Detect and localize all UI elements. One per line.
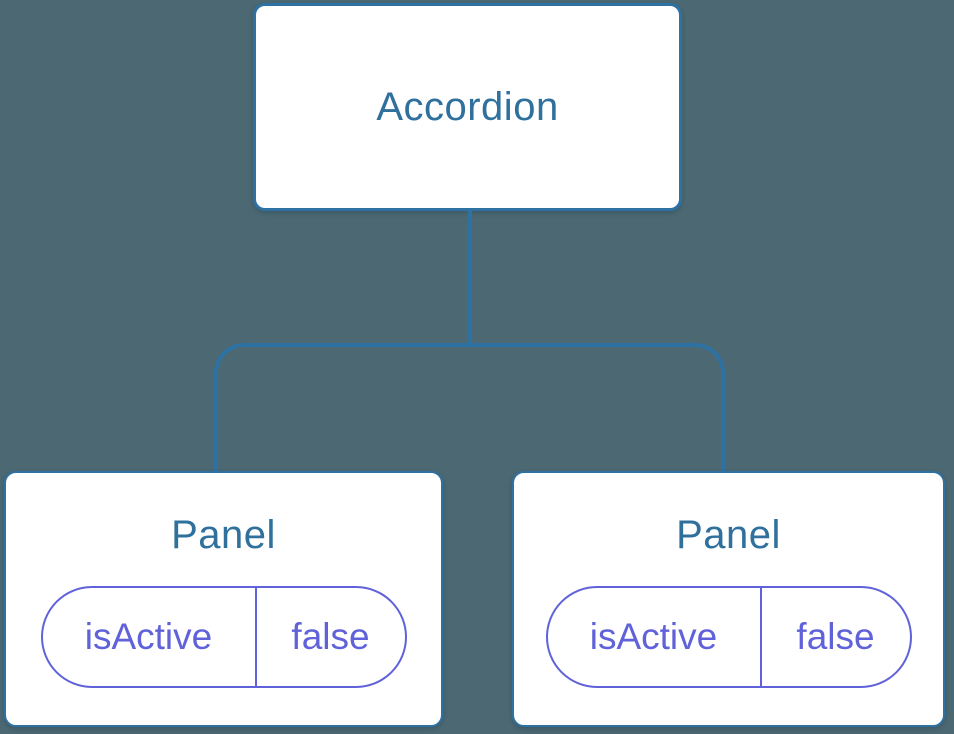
state-pill-divider (759, 588, 762, 686)
node-panel-2-label: Panel (676, 513, 781, 557)
connector-stem (468, 211, 472, 345)
state-key-label: isActive (589, 616, 718, 657)
state-key-label: isActive (84, 616, 213, 657)
state-value-label: false (796, 616, 875, 657)
state-pill-divider (254, 588, 257, 686)
state-value-label: false (291, 616, 370, 657)
node-accordion-label: Accordion (376, 84, 559, 129)
node-panel-1-label: Panel (171, 513, 276, 557)
node-accordion: Accordion (253, 3, 682, 211)
connector-bracket (214, 343, 725, 471)
state-pill: isActive false (40, 586, 407, 688)
node-panel-1: Panel isActive false (4, 471, 443, 727)
node-panel-2: Panel isActive false (512, 471, 945, 727)
state-pill: isActive false (545, 586, 912, 688)
